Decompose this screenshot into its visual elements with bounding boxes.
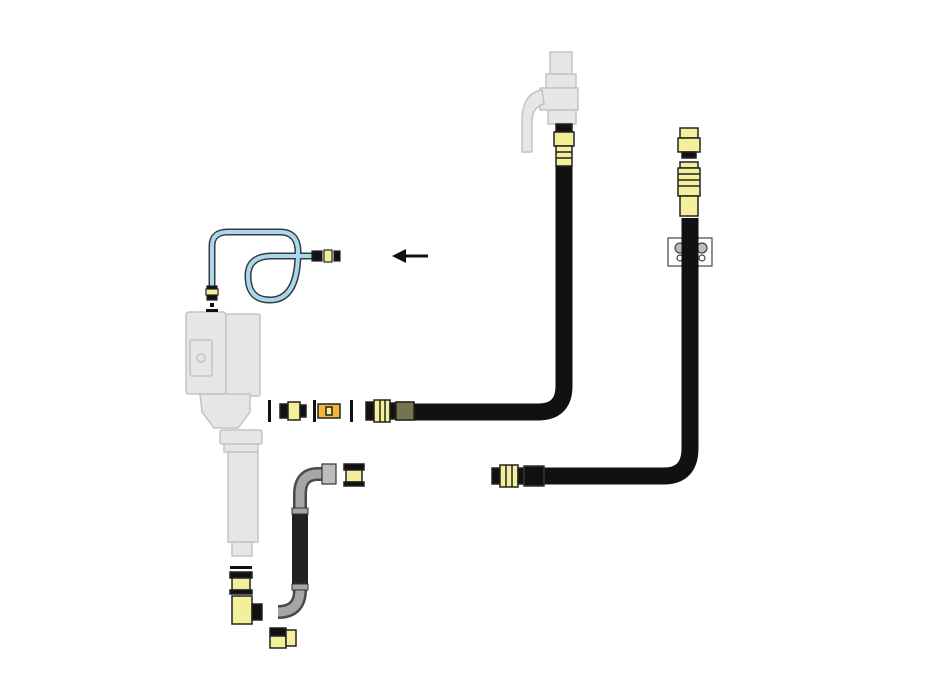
pump-side-housing	[225, 313, 261, 397]
secondary-black-hose	[491, 218, 699, 488]
main-hose-side-fitting	[365, 399, 415, 423]
pump-tube	[227, 451, 259, 543]
seal-washer-2	[313, 400, 316, 422]
pump-collar-ring	[223, 443, 259, 453]
valve-handle	[521, 89, 545, 153]
seal-washer-3	[350, 400, 353, 422]
pump-foot	[231, 541, 253, 557]
pump-bolt	[196, 353, 206, 363]
drip-seal	[206, 309, 218, 312]
bleed-tube-fittings	[205, 249, 341, 301]
pump-neck	[199, 393, 251, 429]
gray-suction-hose	[277, 463, 365, 619]
blue-bleed-tube	[205, 228, 341, 312]
nipple-fitting	[279, 401, 307, 421]
quick-coupler	[677, 127, 701, 217]
valve-nozzle	[549, 51, 573, 75]
arrow-left-icon	[392, 249, 428, 263]
valve-upper-body	[545, 73, 577, 89]
gray-hose-top-fitting	[321, 463, 337, 485]
orange-adapter	[317, 403, 341, 419]
union-fitting	[343, 463, 365, 487]
dispense-valve	[521, 51, 579, 153]
drip-drop	[210, 303, 214, 307]
elbow-seal	[230, 566, 252, 569]
bottom-nut-fitting	[269, 627, 297, 649]
valve-lower-body	[547, 109, 577, 125]
inline-parts-row	[268, 400, 353, 422]
secondary-hose-fitting	[491, 464, 545, 488]
gray-hose-sleeve	[292, 508, 308, 590]
main-hose-top-fitting	[553, 123, 575, 167]
main-black-hose	[365, 123, 575, 423]
seal-washer-1	[268, 400, 271, 422]
elbow-fitting	[229, 571, 263, 625]
valve-mid-body	[539, 87, 579, 111]
pump-body	[185, 311, 263, 557]
pump-collar	[219, 429, 263, 445]
